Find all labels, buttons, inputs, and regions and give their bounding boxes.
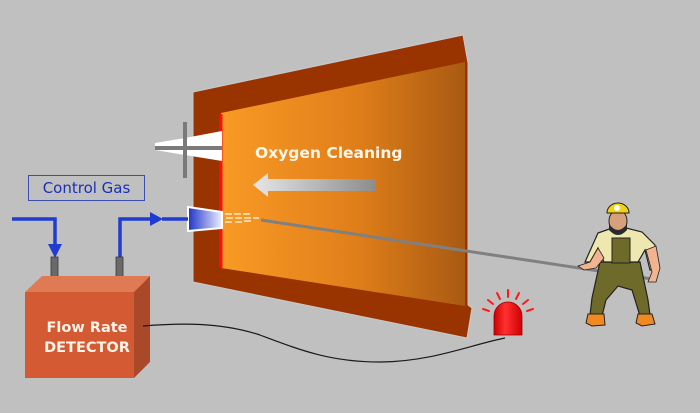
valve-icon <box>155 122 222 178</box>
detector-label: Flow Rate DETECTOR <box>25 318 149 358</box>
alarm-beacon-icon <box>482 289 534 336</box>
detector-label-line1: Flow Rate <box>46 320 128 336</box>
worker-icon <box>577 202 661 327</box>
oxygen-flow-arrow <box>253 173 376 197</box>
alarm-wire <box>142 323 506 363</box>
nozzle-icon <box>187 205 223 233</box>
flow-rate-detector <box>25 276 150 378</box>
control-gas-label: Control Gas <box>28 175 145 201</box>
control-gas-lines <box>12 217 188 258</box>
arrow-down-icon <box>48 244 62 258</box>
detector-label-line2: DETECTOR <box>44 340 130 356</box>
spray-icon <box>225 213 259 223</box>
arrow-right-icon <box>150 212 163 226</box>
oxygen-cleaning-label: Oxygen Cleaning <box>255 144 403 162</box>
